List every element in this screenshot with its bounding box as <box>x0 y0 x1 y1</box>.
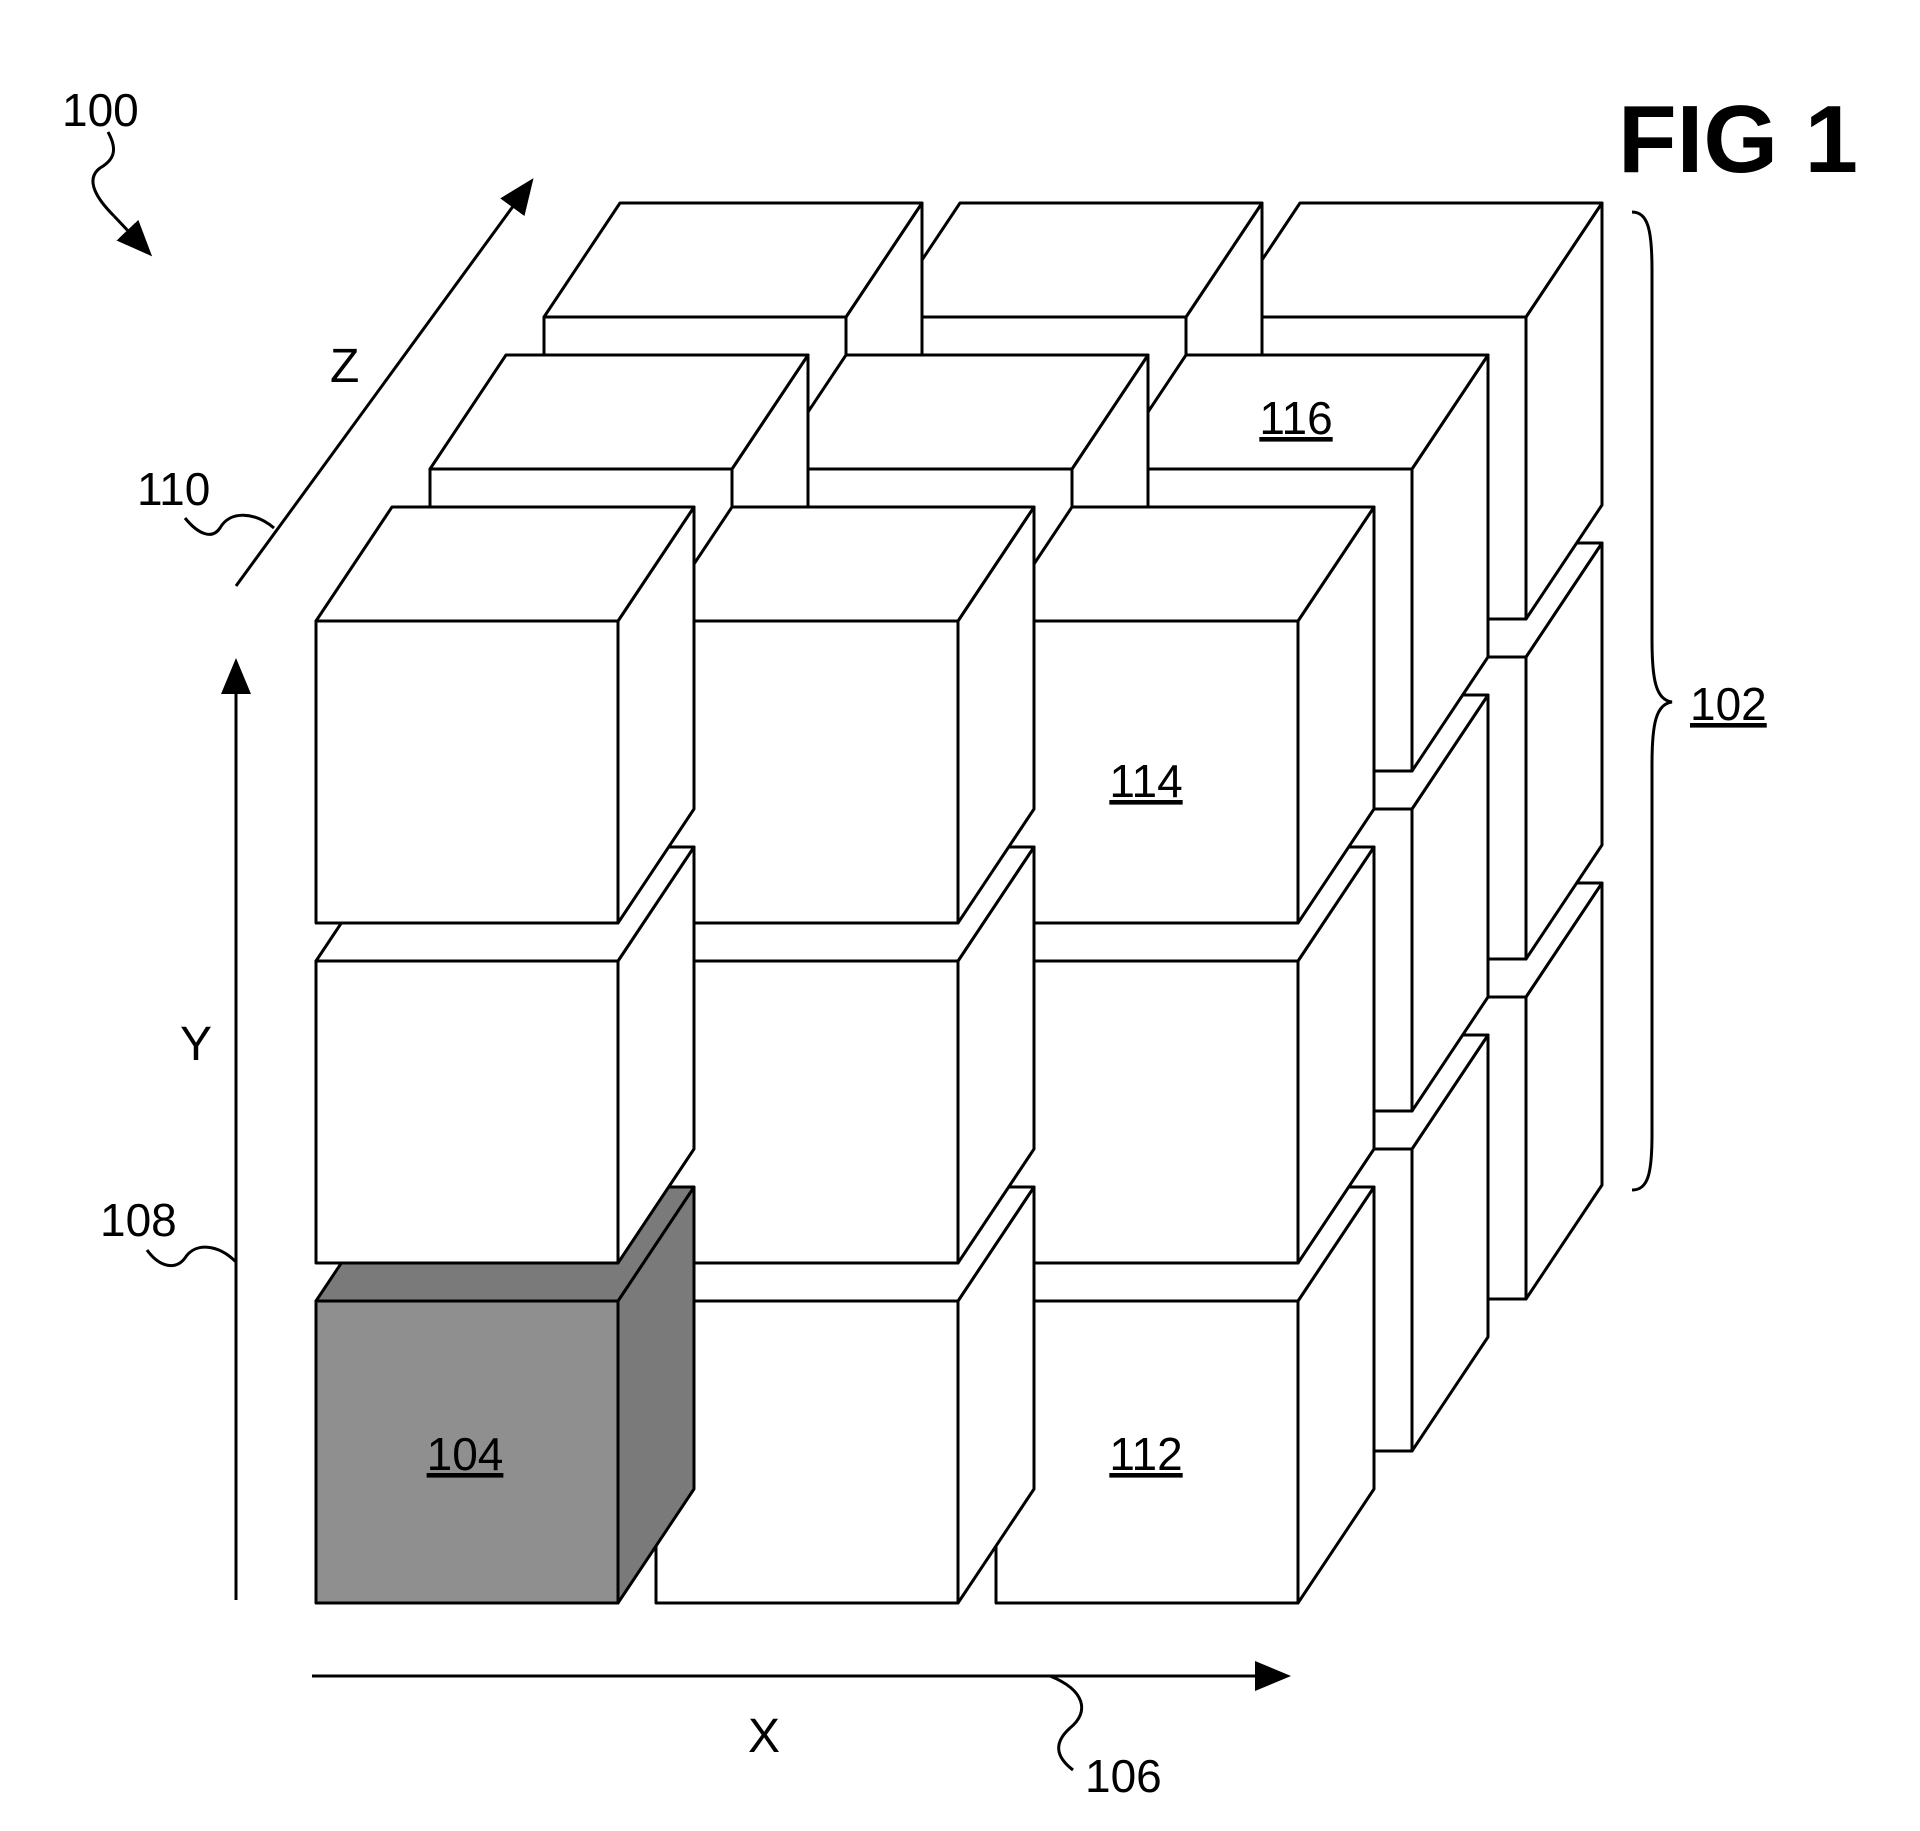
cube-label-116: 116 <box>1259 392 1332 444</box>
z-axis-ref-label: 110 <box>137 463 210 515</box>
brace-102 <box>1631 210 1673 1192</box>
cube-1-1-0-front-face <box>654 959 960 1265</box>
cube-label-112: 112 <box>1109 1428 1182 1480</box>
figure-ref-label: 100 <box>62 84 139 136</box>
cube-1-2-0-front-face <box>654 619 960 925</box>
y-axis-ref-label: 108 <box>100 1194 177 1246</box>
cube-label-114: 114 <box>1109 755 1182 807</box>
leader-line-100 <box>91 131 116 218</box>
cube-0-2-0-front-face <box>314 619 620 925</box>
x-axis-label: X <box>748 1710 780 1763</box>
leader-line-108 <box>145 1245 238 1267</box>
leader-line-106 <box>1049 1674 1084 1772</box>
cube-2-1-0-front-face <box>994 959 1300 1265</box>
z-axis-arrow <box>234 178 534 587</box>
cube-0-1-0-front-face <box>314 959 620 1265</box>
cube-0-0-0-front-face <box>314 1299 620 1605</box>
cube-array <box>314 201 1604 1605</box>
figure-ref-arrow <box>112 214 153 257</box>
x-axis-ref-label: 106 <box>1085 1750 1162 1802</box>
y-axis-label: Y <box>180 1018 212 1071</box>
array-label-102: 102 <box>1690 678 1767 730</box>
leader-line-110 <box>183 513 275 536</box>
figure-title: FIG 1 <box>1618 86 1858 193</box>
cube-label-104: 104 <box>427 1428 504 1480</box>
z-axis-label: Z <box>330 340 359 393</box>
cube-1-0-0-front-face <box>654 1299 960 1605</box>
